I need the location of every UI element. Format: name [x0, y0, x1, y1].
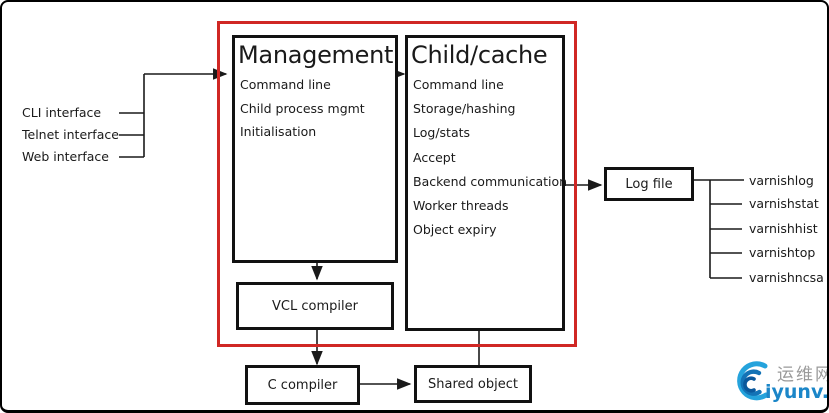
child-cache-item: Storage/hashing [413, 101, 516, 117]
management-title: Management [238, 41, 394, 69]
child-cache-item: Log/stats [413, 125, 471, 141]
shared-object-box: Shared object [414, 365, 532, 403]
child-cache-items: Command line Storage/hashing Log/stats A… [408, 73, 568, 242]
watermark-site-url: iyunv.com [765, 381, 829, 403]
management-item: Child process mgmt [240, 100, 365, 116]
log-file-box: Log file [604, 167, 694, 201]
interface-junction-lines [119, 74, 145, 158]
label-cli-interface: CLI interface [22, 105, 102, 120]
c-compiler-label: C compiler [267, 377, 338, 393]
child-cache-item: Backend communication [413, 173, 568, 189]
child-cache-item: Command line [413, 77, 504, 92]
child-cache-item: Accept [413, 149, 456, 165]
management-items: Command line Child process mgmt Initiali… [235, 73, 395, 144]
shared-object-label: Shared object [428, 376, 518, 392]
management-box: Management Command line Child process mg… [232, 35, 398, 263]
log-file-tools-tree [694, 179, 744, 279]
label-varnishtop: varnishtop [749, 245, 816, 260]
watermark-site-name: 运维网 [777, 365, 829, 385]
c-compiler-box: C compiler [245, 365, 360, 405]
label-varnishhist: varnishhist [749, 221, 818, 236]
vcl-compiler-box: VCL compiler [236, 282, 394, 330]
label-web-interface: Web interface [22, 149, 109, 164]
management-item: Initialisation [240, 124, 317, 139]
child-cache-item: Object expiry [413, 222, 497, 238]
wave-swirl-icon [737, 361, 769, 401]
child-cache-box: Child/cache Command line Storage/hashing… [405, 35, 568, 331]
label-varnishncsa: varnishncsa [749, 270, 824, 285]
label-varnishlog: varnishlog [749, 173, 814, 188]
log-file-label: Log file [625, 176, 673, 192]
label-telnet-interface: Telnet interface [22, 127, 119, 142]
label-varnishstat: varnishstat [749, 196, 819, 211]
watermark: 运维网 iyunv.com [725, 354, 829, 410]
vcl-compiler-label: VCL compiler [272, 298, 358, 314]
child-cache-item: Worker threads [413, 198, 509, 214]
management-item: Command line [240, 77, 331, 92]
varnishd-highlight-box [217, 21, 577, 347]
child-cache-title: Child/cache [411, 41, 548, 69]
